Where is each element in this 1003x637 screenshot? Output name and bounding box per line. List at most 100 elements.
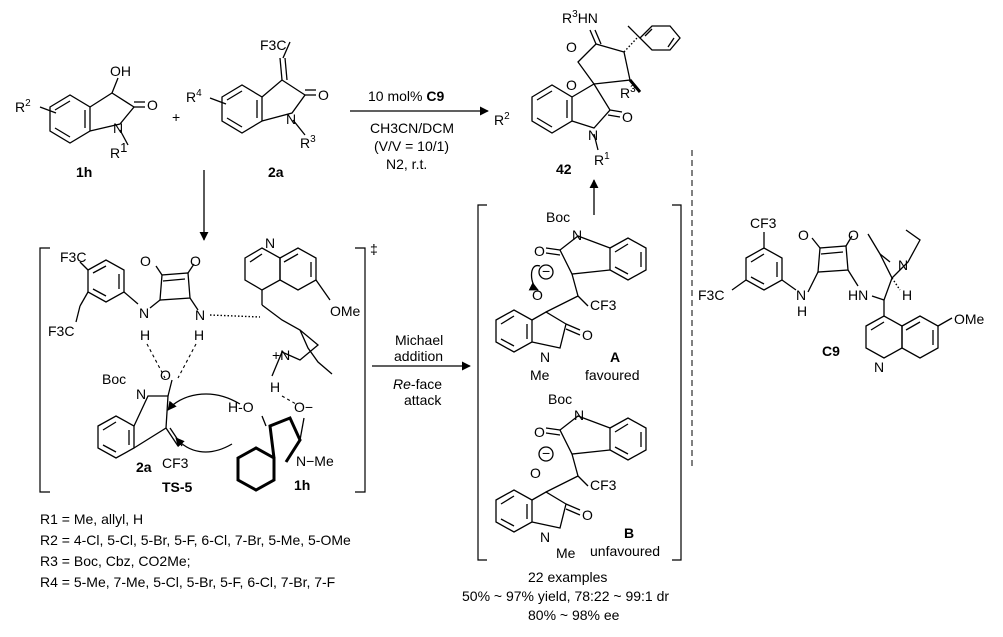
product-42: R3HN O O O N R3 R2 R1 42 (494, 9, 681, 177)
r2-label: R2 (15, 98, 31, 115)
f3c-label: F3C (48, 323, 74, 339)
n-atom: N (286, 111, 296, 127)
int-bracket-right (672, 204, 682, 561)
o-minus: O− (294, 399, 313, 415)
boc-label: Boc (546, 209, 570, 225)
h-atom: H (797, 303, 807, 319)
o-atom: O (848, 227, 859, 243)
label-1h-ts: 1h (294, 477, 310, 493)
label-2a: 2a (268, 164, 284, 180)
n-atom: N (874, 359, 884, 375)
oh-atom: OH (110, 63, 131, 79)
o-atom: O (534, 243, 545, 259)
r4-scope: R4 = 5-Me, 7-Me, 5-Cl, 5-Br, 5-F, 6-Cl, … (40, 574, 335, 590)
n-atom: N (265, 235, 275, 251)
o-atom: O (147, 97, 158, 113)
plus-sign: + (172, 109, 180, 125)
o-atom: O (318, 87, 329, 103)
cf3-label: CF3 (590, 297, 617, 313)
h-atom: H (270, 379, 280, 395)
o-atom: O (530, 465, 541, 481)
r3-scope: R3 = Boc, Cbz, CO2Me; (40, 553, 191, 569)
h-atom: H (140, 327, 150, 343)
cf3-label: CF3 (750, 215, 777, 231)
note-unfavoured: unfavoured (590, 543, 660, 559)
o-atom: O (566, 77, 577, 93)
ts-bracket-right (355, 247, 366, 493)
n-atom: N (113, 120, 123, 136)
o-atom: O (140, 253, 151, 269)
intermediate-a: Boc O N CF3 O − O N Me A favoured (495, 209, 647, 383)
n-atom: N (572, 227, 582, 243)
atmosphere: N2, r.t. (386, 156, 427, 172)
step-michael: Michael (395, 332, 443, 348)
r3-label: R3 (620, 84, 636, 101)
o-atom: O (582, 327, 593, 343)
nme-label: N−Me (296, 453, 334, 469)
o-atom: O (582, 507, 593, 523)
compound-1h: OH O N R1 R2 1h (15, 63, 158, 180)
minus-charge: − (542, 445, 550, 461)
n-atom: N (796, 287, 806, 303)
o-atom: O (798, 227, 809, 243)
label-a: A (610, 349, 620, 365)
label-42: 42 (556, 161, 572, 177)
catalyst-loading: 10 mol% C9 (368, 88, 444, 104)
examples: 22 examples (528, 569, 607, 585)
o-atom: O (622, 109, 633, 125)
note-favoured: favoured (585, 367, 639, 383)
label-ts5: TS-5 (162, 479, 193, 495)
label-c9: C9 (822, 343, 840, 359)
boc-label: Boc (548, 391, 572, 407)
n-atom: N (588, 127, 598, 143)
o-atom: O (566, 39, 577, 55)
h-atom: H (194, 327, 204, 343)
o-atom: O (532, 287, 543, 303)
ts-5-structure: F3C F3C N H O O N H N OMe +N H (48, 235, 361, 495)
n-atom: N (540, 529, 550, 545)
r2-label: R2 (494, 111, 510, 128)
solvent-ratio: (V/V = 10/1) (374, 138, 449, 154)
minus-charge: − (542, 263, 550, 279)
cf3-label: CF3 (162, 455, 189, 471)
r3hn-label: R3HN (562, 9, 598, 26)
n-atom: +N (272, 347, 290, 363)
label-2a-ts: 2a (136, 459, 152, 475)
o-atom: O (534, 424, 545, 440)
r2-scope: R2 = 4-Cl, 5-Cl, 5-Br, 5-F, 6-Cl, 7-Br, … (40, 532, 351, 548)
ts-bracket-left (39, 247, 50, 493)
substituent-list: R1 = Me, allyl, H R2 = 4-Cl, 5-Cl, 5-Br,… (40, 511, 351, 590)
f3c-label: F3C (698, 287, 724, 303)
r1-label: R1 (110, 140, 127, 161)
r1-label: R1 (594, 151, 610, 168)
int-bracket-left (477, 204, 487, 561)
yield-dr: 50% ~ 97% yield, 78:22 ~ 99:1 dr (462, 588, 669, 604)
ee-range: 80% ~ 98% ee (528, 607, 620, 623)
intermediate-b: Boc O N CF3 O − O N Me B unfavoured (495, 391, 660, 561)
compound-2a: F3C O N R3 R4 2a (186, 37, 329, 180)
boc-label: Boc (102, 371, 126, 387)
r1-scope: R1 = Me, allyl, H (40, 511, 143, 527)
me-label: Me (530, 367, 550, 383)
step-attack: attack (404, 392, 442, 408)
solvent: CH3CN/DCM (370, 120, 454, 136)
ts-dagger: ‡ (370, 241, 378, 257)
n-atom: N (139, 305, 149, 321)
n-atom: N (898, 257, 908, 273)
f3c-label: F3C (60, 249, 86, 265)
f3c-label: F3C (260, 37, 286, 53)
ho-label: H-O (228, 399, 254, 415)
cf3-label: CF3 (590, 477, 617, 493)
n-atom: N (540, 349, 550, 365)
ome-label: OMe (330, 303, 361, 319)
results: 22 examples 50% ~ 97% yield, 78:22 ~ 99:… (462, 569, 669, 623)
n-atom: N (574, 407, 584, 423)
hn-label: HN (848, 287, 868, 303)
me-label: Me (556, 545, 576, 561)
ome-label: OMe (954, 311, 985, 327)
n-atom: N (195, 307, 205, 323)
label-b: B (624, 525, 634, 541)
catalyst-c9: CF3 F3C N H O O HN N H OMe (698, 215, 985, 375)
r4-label: R4 (186, 88, 202, 105)
